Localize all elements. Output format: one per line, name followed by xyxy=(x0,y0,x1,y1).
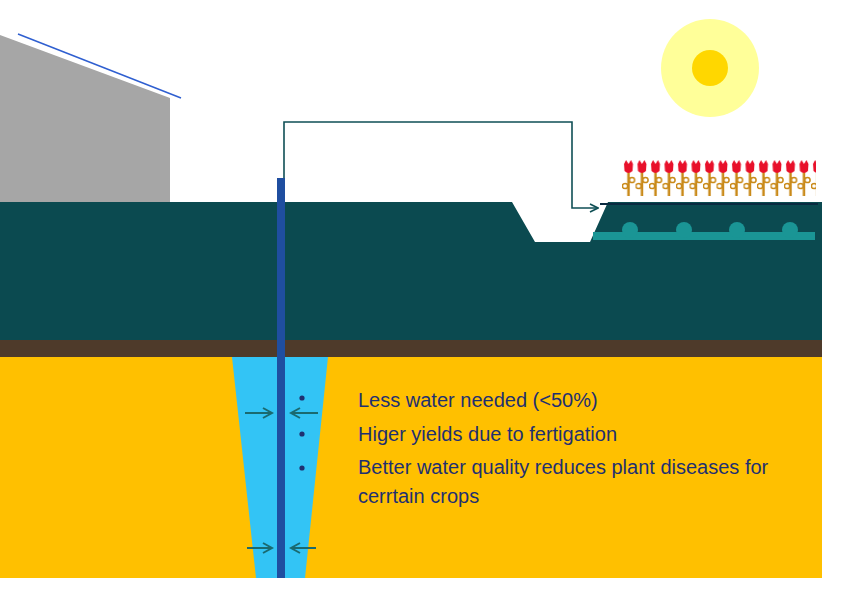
inflow-arrow xyxy=(245,412,272,414)
roof-line xyxy=(18,34,181,98)
dripper xyxy=(729,222,745,238)
inflow-arrow xyxy=(247,547,272,549)
benefit-note: Better water quality reduces plant disea… xyxy=(358,453,828,511)
bullet xyxy=(299,431,304,436)
bullet xyxy=(299,465,304,470)
well-pipe xyxy=(277,178,285,578)
crops xyxy=(622,156,816,200)
benefit-note: Less water needed (<50%) xyxy=(358,386,828,415)
dripper xyxy=(676,222,692,238)
bullet xyxy=(299,395,304,400)
ground xyxy=(0,202,822,340)
clay-layer xyxy=(0,339,822,357)
inflow-arrow xyxy=(291,412,318,414)
dripper xyxy=(622,222,638,238)
sun xyxy=(692,50,728,86)
sun-glow xyxy=(661,19,759,117)
field-surface xyxy=(600,203,818,205)
dripper xyxy=(782,222,798,238)
delivery-line xyxy=(284,122,598,208)
benefit-note: Higer yields due to fertigation xyxy=(358,420,828,449)
inflow-arrow xyxy=(291,547,316,549)
